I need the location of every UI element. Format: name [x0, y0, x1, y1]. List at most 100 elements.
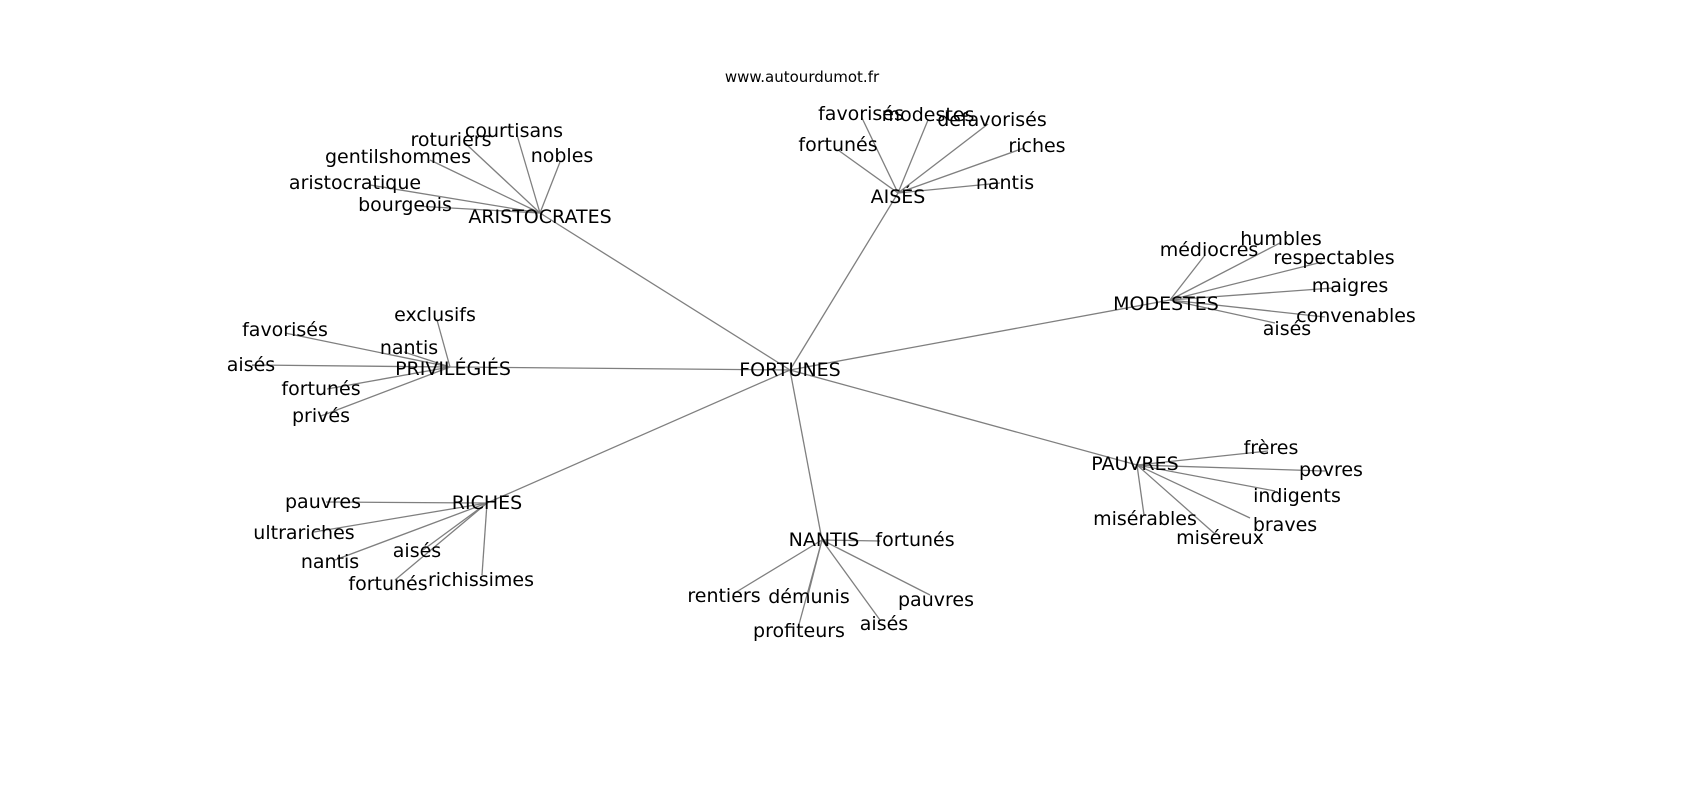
edge-aristocrates-aristocratique [369, 184, 541, 214]
source-label: www.autourdumot.fr [725, 68, 880, 86]
node-privilegies-favorises: favorisés [242, 319, 328, 341]
node-riches-pauvres: pauvres [285, 491, 361, 513]
edge-modestes-convenables [1169, 299, 1326, 318]
edge-modestes-respectables [1169, 261, 1323, 301]
edge-pauvres-freres [1136, 450, 1269, 466]
node-aristocrates-roturiers: roturiers [410, 129, 491, 151]
edge-privilegies-favorises [284, 332, 451, 368]
node-fortunes: FORTUNES [739, 359, 841, 381]
edge-aristocrates-bourgeois [414, 205, 541, 214]
node-nantis-fortunes: fortunés [875, 529, 954, 551]
edge-aises-favorises [861, 117, 899, 194]
edge-modestes-mediocres [1169, 254, 1206, 301]
node-nantis-aises: aisés [860, 613, 908, 635]
edge-fortunes-modestes [789, 299, 1171, 371]
node-pauvres-miserables: misérables [1093, 508, 1197, 530]
node-aristocrates-gentilshommes: gentilshommes [325, 146, 471, 168]
node-privilegies-nantis: nantis [380, 337, 438, 359]
node-pauvres: PAUVRES [1091, 453, 1178, 475]
node-aises-modestes: modestes [882, 104, 975, 126]
edge-privilegies-aises [251, 364, 451, 368]
edge-riches-nantis [334, 502, 488, 561]
node-nantis-rentiers: rentiers [687, 585, 760, 607]
node-modestes-respectables: respectables [1273, 247, 1394, 269]
edge-aises-defavorises [897, 123, 989, 194]
edge-fortunes-privilegies [449, 366, 791, 371]
edge-fortunes-pauvres [789, 369, 1138, 466]
node-pauvres-povres: povres [1299, 459, 1363, 481]
edge-modestes-humbles [1169, 242, 1281, 301]
edge-fortunes-nantis [789, 369, 823, 541]
node-nantis-pauvres: pauvres [898, 589, 974, 611]
edge-fortunes-aristocrates [539, 212, 791, 371]
edge-aristocrates-nobles [539, 161, 561, 214]
node-aristocrates: ARISTOCRATES [468, 206, 611, 228]
edge-aises-nantis [897, 182, 1001, 194]
edge-riches-pauvres [325, 501, 488, 504]
edge-fortunes-aises [789, 192, 899, 371]
edge-riches-aises [422, 502, 488, 551]
node-nantis: NANTIS [789, 529, 860, 551]
node-modestes-convenables: convenables [1296, 305, 1416, 327]
node-aises-riches: riches [1008, 135, 1065, 157]
node-modestes: MODESTES [1113, 293, 1219, 315]
edge-privilegies-fortunes [326, 366, 451, 390]
edge-privilegies-nantis [403, 351, 451, 368]
node-aristocrates-courtisans: courtisans [465, 120, 563, 142]
node-privilegies-fortunes: fortunés [281, 378, 360, 400]
edge-aristocrates-roturiers [464, 142, 541, 214]
node-modestes-maigres: maigres [1312, 275, 1388, 297]
edge-aristocrates-courtisans [516, 134, 541, 214]
node-riches-fortunes: fortunés [348, 573, 427, 595]
node-nantis-profiteurs: profiteurs [753, 620, 845, 642]
node-privilegies-prives: privés [292, 405, 350, 427]
edge-aises-modestes [897, 119, 929, 194]
node-aises-defavorises: défavorisés [937, 109, 1047, 131]
edge-nantis-pauvres [821, 539, 931, 596]
edge-aises-fortunes [837, 149, 899, 194]
edge-pauvres-misereux [1136, 464, 1216, 535]
edge-modestes-maigres [1169, 287, 1334, 301]
edge-riches-ultrariches [313, 502, 488, 533]
edge-pauvres-indigents [1136, 464, 1276, 492]
node-pauvres-misereux: miséreux [1176, 527, 1264, 549]
node-riches: RICHES [452, 492, 522, 514]
edge-pauvres-povres [1136, 464, 1326, 472]
node-riches-aises: aisés [393, 540, 441, 562]
node-riches-richissimes: richissimes [428, 569, 534, 591]
edge-modestes-aises [1169, 299, 1276, 324]
node-aristocrates-bourgeois: bourgeois [358, 194, 452, 216]
node-riches-nantis: nantis [301, 551, 359, 573]
node-modestes-humbles: humbles [1240, 228, 1322, 250]
node-pauvres-braves: braves [1253, 514, 1317, 536]
edge-pauvres-braves [1136, 464, 1251, 519]
node-aristocrates-aristocratique: aristocratique [289, 172, 421, 194]
edge-privilegies-exclusifs [436, 319, 451, 368]
edge-riches-richissimes [481, 502, 488, 576]
edge-nantis-rentiers [732, 539, 823, 595]
node-privilegies: PRIVILÉGIÉS [395, 357, 511, 380]
node-nantis-demunis: démunis [768, 586, 850, 608]
node-aises-favorises: favorisés [818, 103, 904, 125]
node-aises: AISÉS [871, 185, 926, 208]
edge-nantis-profiteurs [797, 539, 823, 629]
node-riches-ultrariches: ultrariches [253, 522, 354, 544]
node-aises-nantis: nantis [976, 172, 1034, 194]
edge-nantis-aises [821, 539, 881, 621]
edge-nantis-fortunes [821, 539, 881, 542]
edge-fortunes-riches [486, 369, 791, 504]
edge-aristocrates-gentilshommes [429, 159, 541, 214]
node-aises-fortunes: fortunés [798, 134, 877, 156]
node-modestes-mediocres: médiocres [1160, 239, 1259, 261]
node-modestes-aises: aisés [1263, 318, 1311, 340]
node-pauvres-indigents: indigents [1253, 485, 1341, 507]
node-aristocrates-nobles: nobles [531, 145, 594, 167]
edge-pauvres-miserables [1136, 464, 1145, 516]
edge-riches-fortunes [394, 502, 488, 581]
node-pauvres-freres: frères [1244, 437, 1299, 459]
graph-edges [251, 117, 1334, 629]
node-privilegies-exclusifs: exclusifs [394, 304, 476, 326]
edge-aises-riches [897, 147, 1025, 194]
